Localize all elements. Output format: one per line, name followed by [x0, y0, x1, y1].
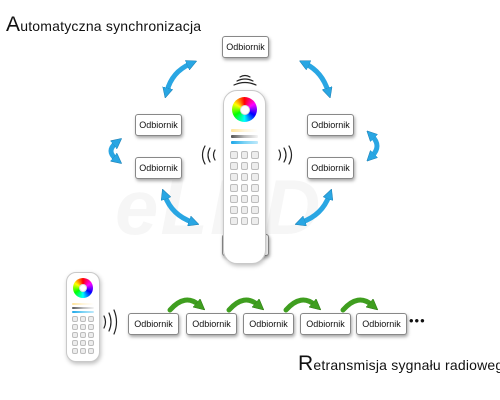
color-wheel-small-icon — [73, 278, 93, 298]
relay-receiver-4: Odbiornik — [300, 313, 351, 335]
receiver-box-lower-left: Odbiornik — [135, 157, 182, 179]
color-slider-small — [72, 311, 94, 313]
relay-receiver-1: Odbiornik — [128, 313, 179, 335]
receiver-box-top: Odbiornik — [222, 36, 269, 58]
sync-arrow-top-right — [306, 64, 328, 91]
relay-arrow-1 — [167, 297, 199, 313]
sync-arrow-bottom-right — [302, 196, 329, 222]
continuation-ellipsis: ••• — [409, 313, 426, 328]
brightness-slider-bar — [231, 135, 258, 138]
warmth-slider-small — [72, 303, 94, 305]
relay-arrow-2 — [226, 297, 258, 313]
remote-keypad — [230, 151, 259, 225]
receiver-box-lower-right: Odbiornik — [307, 157, 354, 179]
title-automatic-sync: Automatyczna synchronizacja — [6, 13, 202, 36]
relay-receiver-3: Odbiornik — [243, 313, 294, 335]
remote-control-small — [66, 272, 100, 362]
relay-receiver-5: Odbiornik — [356, 313, 407, 335]
signal-waves-top-icon — [233, 74, 257, 86]
remote-keypad-small — [72, 316, 94, 354]
sync-arrow-top-left — [167, 64, 190, 91]
color-wheel-icon — [232, 97, 257, 122]
receiver-box-upper-left: Odbiornik — [135, 114, 182, 136]
relay-receiver-2: Odbiornik — [186, 313, 237, 335]
sync-arrow-bottom-left — [165, 196, 192, 222]
brightness-slider-small — [72, 307, 94, 309]
relay-arrow-3 — [283, 297, 315, 313]
signal-waves-small-remote-icon — [103, 309, 118, 335]
signal-waves-left-icon — [201, 145, 216, 165]
sync-arrow-mid-right — [372, 136, 380, 156]
warmth-slider-bar — [231, 129, 258, 132]
signal-waves-right-icon — [278, 145, 293, 165]
title-signal-relay: Retransmisja sygnału radiowego — [298, 352, 500, 375]
relay-arrow-4 — [340, 297, 372, 313]
receiver-box-upper-right: Odbiornik — [307, 114, 354, 136]
sync-arrow-mid-left — [108, 143, 116, 159]
color-slider-bar — [231, 141, 258, 144]
remote-control-large — [223, 90, 266, 264]
